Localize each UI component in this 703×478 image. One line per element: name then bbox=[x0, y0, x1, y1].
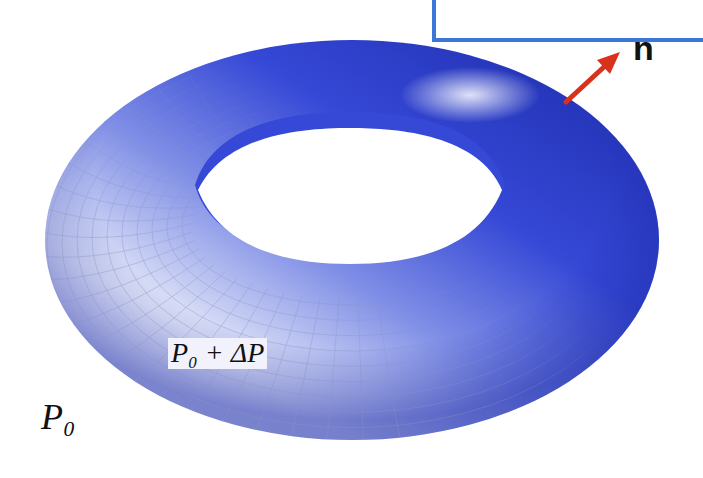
mesh-meridian bbox=[56, 186, 199, 209]
torus-hole bbox=[198, 128, 502, 264]
top-box bbox=[434, 0, 703, 40]
mesh-meridian bbox=[327, 300, 339, 445]
mesh-meridian bbox=[69, 163, 206, 198]
outer-pressure-label: P₀ bbox=[38, 398, 79, 438]
inner-pressure-label: P₀ + ΔP bbox=[168, 338, 267, 369]
torus-highlight bbox=[400, 67, 540, 123]
normal-arrow-shaft bbox=[566, 66, 605, 102]
mesh-meridian bbox=[85, 265, 214, 347]
torus-body bbox=[45, 40, 659, 440]
mesh-ring bbox=[47, 47, 657, 443]
mesh-meridian bbox=[43, 223, 193, 237]
mesh-meridian bbox=[47, 209, 195, 221]
torus-shade bbox=[45, 40, 659, 440]
torus-mesh bbox=[42, 47, 657, 445]
mesh-meridian bbox=[47, 241, 195, 280]
mesh-meridian bbox=[68, 257, 205, 326]
mesh-ring bbox=[62, 58, 642, 428]
mesh-ring bbox=[77, 69, 627, 413]
normal-arrow-head bbox=[597, 52, 620, 74]
mesh-meridian bbox=[358, 300, 364, 445]
normal-label: n bbox=[630, 30, 657, 67]
mesh-ring bbox=[92, 80, 612, 397]
mesh-meridian bbox=[377, 299, 400, 442]
mesh-ring bbox=[137, 112, 567, 351]
mesh-ring bbox=[122, 101, 582, 366]
